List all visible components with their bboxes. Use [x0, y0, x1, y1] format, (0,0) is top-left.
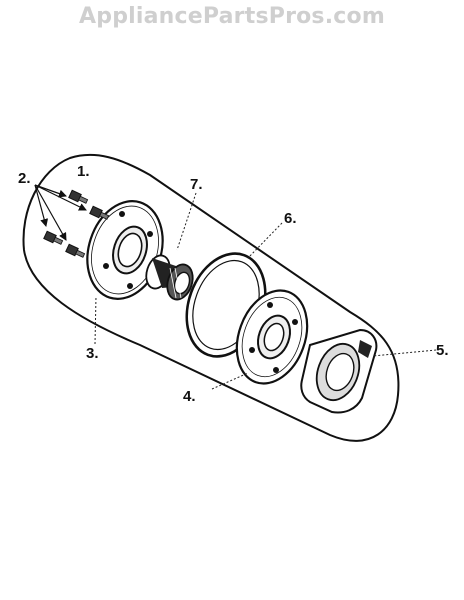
part-7-bearing-hub — [145, 254, 194, 301]
callout-5: 5. — [436, 342, 449, 359]
callout-1: 1. — [77, 163, 90, 180]
part-2-screws — [43, 189, 110, 258]
callout-4: 4. — [183, 388, 196, 405]
callout-7: 7. — [190, 176, 203, 193]
part-5-housing — [300, 328, 378, 414]
assembly-outline — [22, 153, 400, 442]
part-4-bearing-plate — [235, 289, 309, 385]
part-3-flange-plate — [86, 200, 164, 300]
leader-lines — [34, 184, 437, 390]
callout-2: 2. — [18, 170, 31, 187]
watermark-logo: AppliancePartsPros.com — [79, 4, 385, 29]
callout-6: 6. — [284, 210, 297, 227]
callout-3: 3. — [86, 345, 99, 362]
